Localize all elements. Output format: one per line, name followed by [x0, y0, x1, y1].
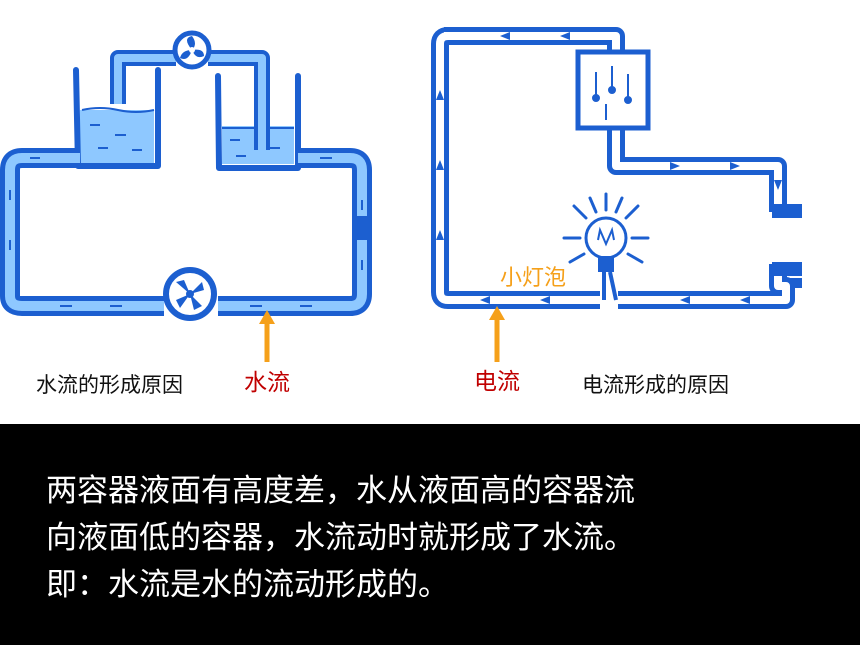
- bulb-label: 小灯泡: [500, 266, 567, 291]
- low-water-container: [73, 67, 161, 169]
- explanation-line-2: 向液面低的容器，水流动时就形成了水流。: [46, 520, 635, 556]
- turbine-icon: [172, 30, 212, 70]
- water-circuit: [0, 30, 372, 362]
- electric-circuit: [431, 27, 802, 362]
- top-pipe: [110, 50, 270, 150]
- battery-icon: [575, 49, 651, 131]
- explanation-line-3: 即：水流是水的流动形成的。: [46, 567, 449, 603]
- explanation-text: 两容器液面有高度差，水从液面高的容器流 向液面低的容器，水流动时就形成了水流。 …: [46, 468, 836, 609]
- water-flow-label: 水流: [244, 370, 290, 396]
- explanation-panel: 两容器液面有高度差，水从液面高的容器流 向液面低的容器，水流动时就形成了水流。 …: [0, 424, 860, 645]
- water-flow-caption: 水流的形成原因: [36, 373, 183, 397]
- current-label: 电流: [474, 369, 520, 395]
- water-flow-arrow: [259, 310, 275, 362]
- explanation-line-1: 两容器液面有高度差，水从液面高的容器流: [46, 473, 635, 509]
- current-caption: 电流形成的原因: [582, 373, 729, 397]
- circuit-wire: [431, 27, 802, 309]
- bottom-pipe-loop: [0, 148, 372, 316]
- pump-icon: [163, 267, 217, 321]
- circuit-analogy-diagram: [0, 27, 802, 362]
- current-arrow: [489, 306, 505, 362]
- light-bulb-icon: [562, 192, 650, 301]
